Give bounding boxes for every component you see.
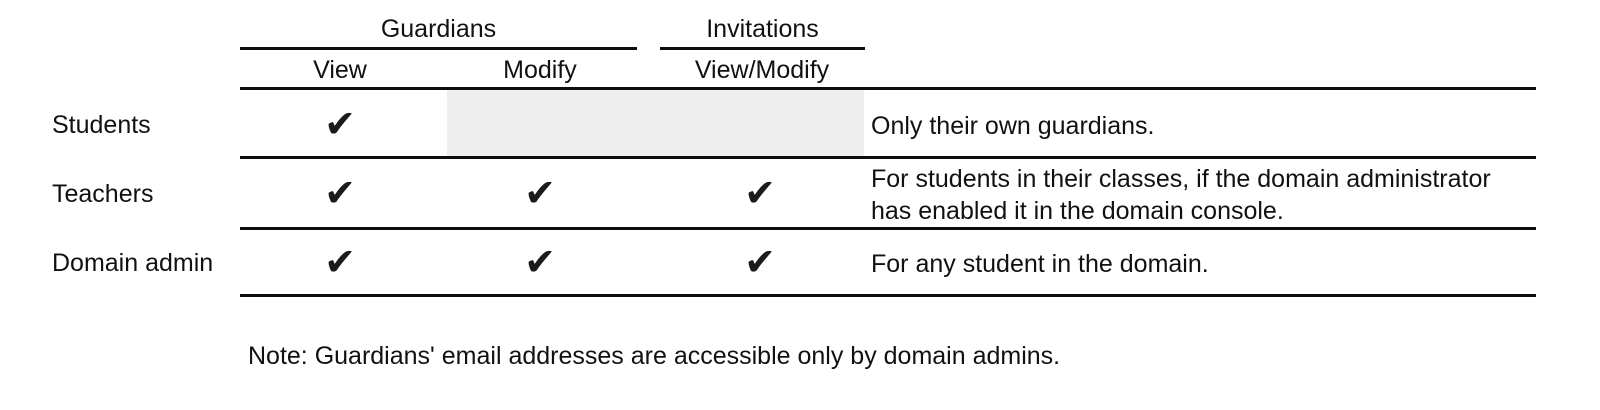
checkmark-icon-domain-admin-invitations-view-modify: ✔ [744, 240, 776, 284]
checkmark-icon-teachers-guardians-view: ✔ [324, 171, 356, 215]
checkmark-icon-teachers-guardians-modify: ✔ [524, 171, 556, 215]
footnote-text: Note: Guardians' email addresses are acc… [248, 342, 1061, 370]
checkmark-icon-students-guardians-view: ✔ [324, 102, 356, 146]
rule-under-invitations-group [660, 47, 865, 50]
rule-under-teachers-row [240, 227, 1536, 230]
checkmark-icon-domain-admin-guardians-modify: ✔ [524, 240, 556, 284]
row-label-teachers: Teachers [52, 180, 154, 208]
description-teachers: For students in their classes, if the do… [871, 165, 1491, 225]
row-label-domain-admin: Domain admin [52, 249, 214, 277]
checkmark-icon-teachers-invitations-view-modify: ✔ [744, 171, 776, 215]
rule-bottom-of-table [240, 294, 1536, 297]
description-students: Only their own guardians. [871, 112, 1155, 140]
rule-under-column-headers [240, 87, 1536, 90]
column-header-modify: Modify [503, 56, 577, 84]
row-label-students: Students [52, 111, 151, 139]
group-header-guardians: Guardians [380, 15, 497, 43]
group-header-invitations: Invitations [706, 15, 819, 43]
column-header-view-modify: View/Modify [694, 56, 830, 84]
cell-students-guardians-modify-disabled [447, 90, 864, 157]
description-domain-admin: For any student in the domain. [871, 250, 1209, 278]
rule-under-students-row [240, 156, 1536, 159]
rule-under-guardians-group [240, 47, 637, 50]
column-header-view: View [313, 56, 367, 84]
checkmark-icon-domain-admin-guardians-view: ✔ [324, 240, 356, 284]
